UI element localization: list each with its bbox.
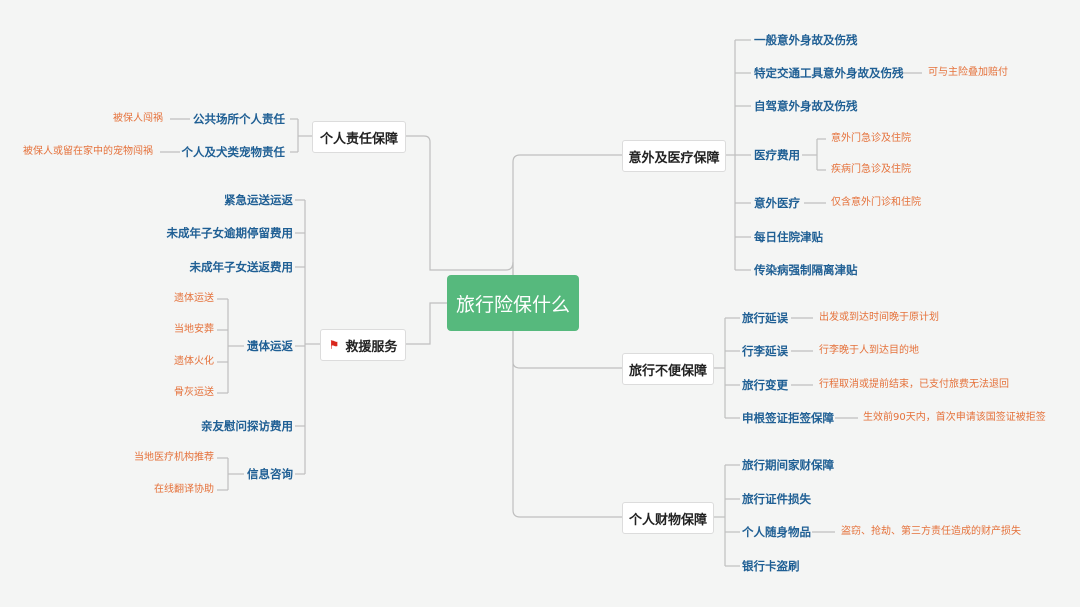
node-transport-accident[interactable]: 特定交通工具意外身故及伤残 bbox=[754, 66, 904, 80]
node-schengen-visa-refusal[interactable]: 申根签证拒签保障 bbox=[742, 411, 834, 425]
sub-cremation: 遗体火化 bbox=[174, 356, 214, 367]
node-bank-card-fraud[interactable]: 银行卡盗刷 bbox=[742, 559, 800, 573]
branch-rescue-service[interactable]: ⚑ 救援服务 bbox=[320, 329, 406, 361]
sub-illness-outpatient: 疾病门急诊及住院 bbox=[831, 164, 911, 175]
branch-travel-inconvenience[interactable]: 旅行不便保障 bbox=[622, 353, 714, 385]
node-minor-return[interactable]: 未成年子女送返费用 bbox=[189, 260, 294, 274]
node-travel-delay[interactable]: 旅行延误 bbox=[742, 311, 788, 325]
node-personal-belongings[interactable]: 个人随身物品 bbox=[742, 525, 811, 539]
sub-ashes-transport: 骨灰运送 bbox=[174, 387, 214, 398]
note-transport-accident: 可与主险叠加赔付 bbox=[928, 67, 1008, 78]
node-home-property[interactable]: 旅行期间家财保障 bbox=[742, 458, 834, 472]
node-accident-medical[interactable]: 意外医疗 bbox=[754, 196, 800, 210]
node-quarantine-allowance[interactable]: 传染病强制隔离津贴 bbox=[754, 263, 858, 277]
node-pet-liability[interactable]: 个人及犬类宠物责任 bbox=[181, 145, 286, 159]
root-node[interactable]: 旅行险保什么 bbox=[447, 275, 579, 331]
node-baggage-delay[interactable]: 行李延误 bbox=[742, 344, 788, 358]
node-travel-change[interactable]: 旅行变更 bbox=[742, 378, 788, 392]
sub-online-translation: 在线翻译协助 bbox=[154, 484, 214, 495]
note-public-liability: 被保人闯祸 bbox=[113, 113, 163, 124]
node-daily-hospital-allowance[interactable]: 每日住院津贴 bbox=[754, 230, 823, 244]
sub-local-burial: 当地安葬 bbox=[174, 324, 214, 335]
branch-accident-medical[interactable]: 意外及医疗保障 bbox=[622, 140, 726, 172]
note-accident-medical: 仅含意外门诊和住院 bbox=[831, 197, 921, 208]
note-baggage-delay: 行李晚于人到达目的地 bbox=[819, 345, 919, 356]
node-general-accident[interactable]: 一般意外身故及伤残 bbox=[754, 33, 858, 47]
node-public-liability[interactable]: 公共场所个人责任 bbox=[193, 112, 285, 126]
branch-personal-liability[interactable]: 个人责任保障 bbox=[312, 121, 406, 153]
node-self-drive-accident[interactable]: 自驾意外身故及伤残 bbox=[754, 99, 858, 113]
node-travel-documents-loss[interactable]: 旅行证件损失 bbox=[742, 492, 811, 506]
node-remains-repatriation[interactable]: 遗体运返 bbox=[247, 339, 293, 353]
node-minor-overstay[interactable]: 未成年子女逾期停留费用 bbox=[166, 226, 294, 240]
node-family-visit[interactable]: 亲友慰问探访费用 bbox=[201, 419, 293, 433]
node-info-consulting[interactable]: 信息咨询 bbox=[247, 467, 293, 481]
branch-rescue-label: 救援服务 bbox=[345, 339, 398, 355]
note-travel-change: 行程取消或提前结束，已支付旅费无法退回 bbox=[819, 379, 1009, 390]
note-personal-belongings: 盗窃、抢劫、第三方责任造成的财产损失 bbox=[841, 526, 1021, 537]
branch-personal-property[interactable]: 个人财物保障 bbox=[622, 502, 714, 534]
sub-accident-outpatient: 意外门急诊及住院 bbox=[831, 133, 911, 144]
node-medical-expenses[interactable]: 医疗费用 bbox=[754, 148, 800, 162]
note-schengen-visa-refusal: 生效前90天内，首次申请该国签证被拒签 bbox=[863, 412, 1046, 423]
sub-remains-transport: 遗体运送 bbox=[174, 293, 214, 304]
red-flag-icon: ⚑ bbox=[328, 338, 340, 352]
sub-local-medical-referral: 当地医疗机构推荐 bbox=[134, 452, 214, 463]
note-pet-liability: 被保人或留在家中的宠物闯祸 bbox=[23, 146, 153, 157]
node-emergency-evacuation[interactable]: 紧急运送运返 bbox=[224, 193, 293, 207]
note-travel-delay: 出发或到达时间晚于原计划 bbox=[819, 312, 939, 323]
